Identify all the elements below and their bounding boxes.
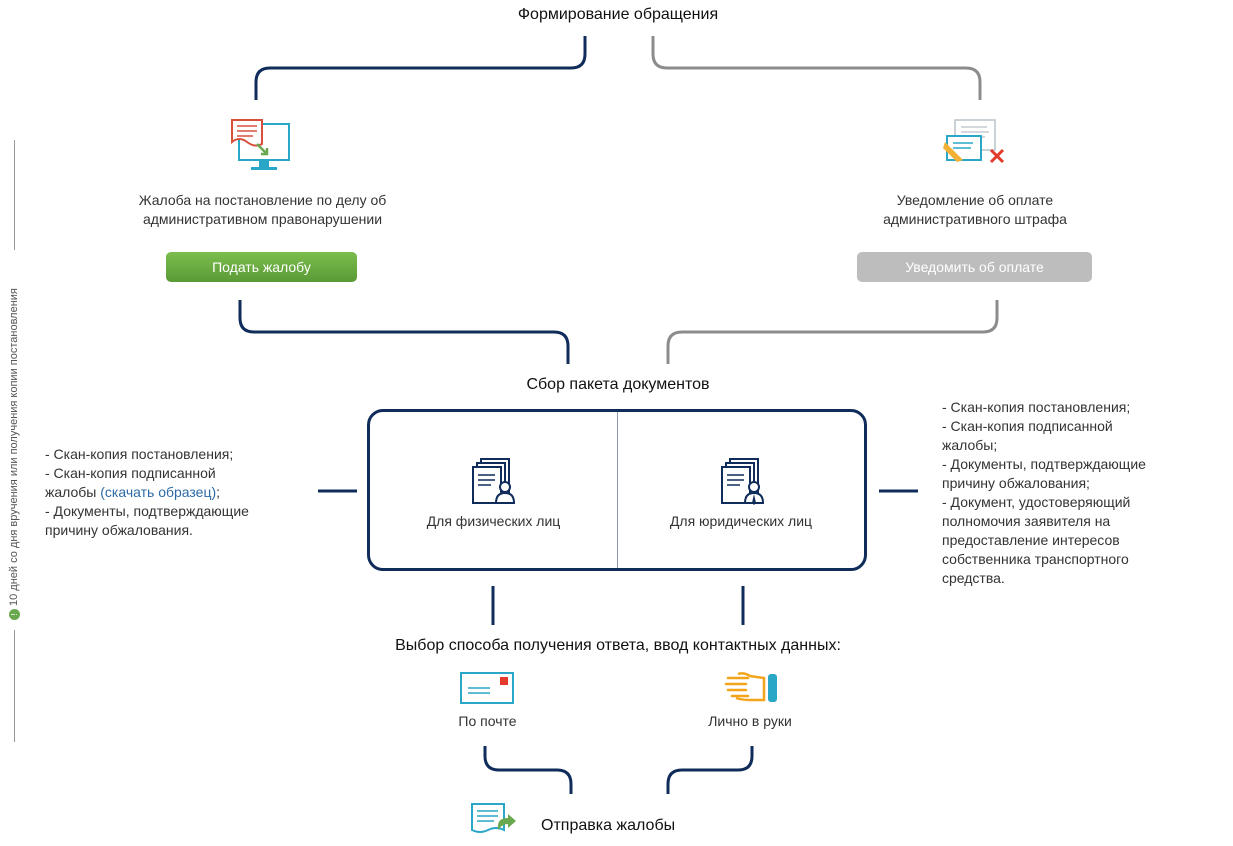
submit-complaint-button[interactable]: Подать жалобу: [166, 252, 357, 282]
payment-title: Уведомление об оплате административного …: [836, 191, 1114, 229]
hand-icon: [724, 672, 777, 702]
documents-person-icon: [472, 458, 516, 504]
right-list-line-1: - Скан-копия постановления;: [942, 399, 1131, 415]
heading-choose-response: Выбор способа получения ответа, ввод кон…: [395, 637, 841, 654]
side-note-text: 10 дней со дня вручения или получения ко…: [8, 288, 20, 606]
hand-delivery-option[interactable]: Лично в руки: [690, 668, 810, 736]
right-list-line-7: полномочия заявителя на: [942, 513, 1111, 529]
payment-title-line2: административного штрафа: [883, 211, 1067, 227]
documents-business-person-icon: [721, 458, 765, 505]
side-line-bottom: [14, 630, 15, 742]
side-note: ! 10 дней со дня вручения или получения к…: [8, 288, 20, 620]
individual-option[interactable]: Для физических лиц: [370, 412, 617, 568]
mail-label: По почте: [458, 713, 517, 729]
connector-forming-to-payment: [651, 36, 982, 100]
info-badge-icon: !: [8, 609, 20, 620]
right-list-line-3: жалобы;: [942, 437, 998, 453]
document-cancel-icon: [943, 119, 1005, 164]
right-list-line-2: - Скан-копия подписанной: [942, 418, 1113, 434]
mail-option[interactable]: По почте: [430, 668, 545, 736]
right-list-line-8: предоставление интересов: [942, 532, 1120, 548]
download-sample-link[interactable]: (скачать образец): [100, 484, 217, 500]
heading-send-complaint: Отправка жалобы: [541, 817, 676, 834]
connector-payment-to-collect: [666, 300, 999, 364]
connector-forming-to-complaint: [254, 36, 587, 100]
right-list-line-9: собственника транспортного: [942, 551, 1129, 567]
left-list-item-2a: - Скан-копия подписанной: [45, 465, 216, 481]
side-line-top: [14, 140, 15, 250]
right-list-line-10: средства.: [942, 570, 1005, 586]
payment-title-line1: Уведомление об оплате: [896, 192, 1054, 208]
left-list-item-3b: причину обжалования.: [45, 522, 193, 538]
heading-forming: Формирование обращения: [517, 6, 719, 23]
legal-entity-option[interactable]: Для юридических лиц: [618, 412, 864, 568]
connector-complaint-to-collect: [238, 300, 570, 364]
send-document-icon: [471, 803, 516, 833]
individual-label: Для физических лиц: [426, 513, 561, 529]
envelope-icon: [460, 672, 514, 704]
right-list-line-6: - Документ, удостоверяющий: [942, 494, 1131, 510]
hand-label: Лично в руки: [708, 713, 792, 729]
applicant-type-box: [367, 409, 867, 571]
complaint-title: Жалоба на постановление по делу об админ…: [100, 191, 425, 229]
connector-mail-to-send: [483, 746, 573, 794]
connector-hand-to-send: [666, 746, 754, 794]
applicant-divider: [617, 412, 618, 568]
left-list-item-2b-row: жалобы (скачать образец);: [45, 483, 305, 502]
left-list-item-1: - Скан-копия постановления;: [45, 446, 234, 462]
monitor-document-icon: [231, 119, 290, 170]
left-list-item-2b: жалобы: [45, 484, 97, 500]
heading-collect-documents: Сбор пакета документов: [526, 376, 710, 393]
notify-payment-button[interactable]: Уведомить об оплате: [857, 252, 1092, 282]
left-list-item-2-end: ;: [216, 484, 221, 500]
left-document-list: - Скан-копия постановления; - Скан-копия…: [45, 445, 305, 540]
complaint-title-line2: административном правонарушении: [142, 211, 383, 227]
left-list-item-3a: - Документы, подтверждающие: [45, 503, 249, 519]
right-document-list: - Скан-копия постановления; - Скан-копия…: [942, 398, 1202, 588]
legal-entity-label: Для юридических лиц: [669, 513, 813, 529]
right-list-line-4: - Документы, подтверждающие: [942, 456, 1146, 472]
right-list-line-5: причину обжалования;: [942, 475, 1090, 491]
complaint-title-line1: Жалоба на постановление по делу об: [138, 192, 387, 208]
